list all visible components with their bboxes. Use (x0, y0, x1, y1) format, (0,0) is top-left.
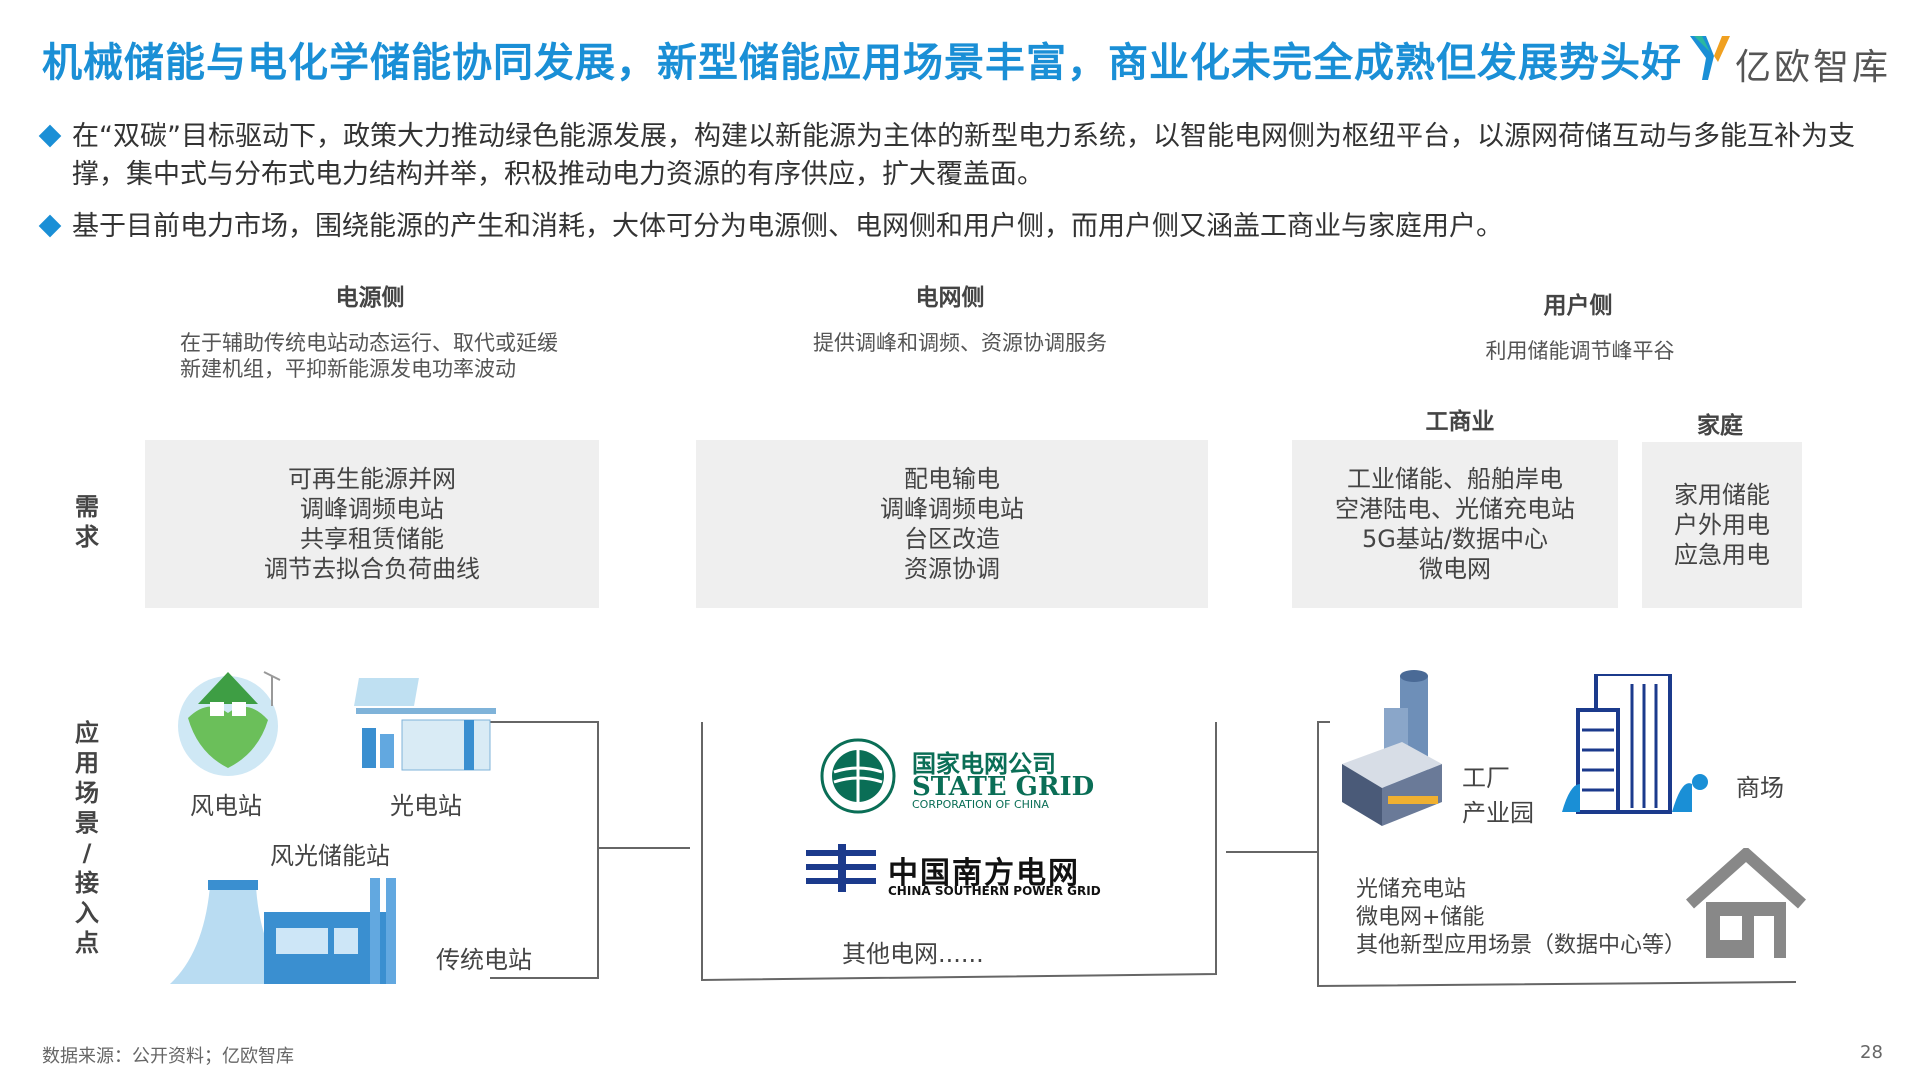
grid-side-title: 电网侧 (915, 285, 985, 311)
solar-station-label: 光电站 (390, 792, 462, 820)
user-scene-list: 光储充电站 微电网+储能 其他新型应用场景（数据中心等） (1356, 877, 1687, 958)
diamond-bullet-icon (38, 124, 62, 148)
yiou-logo-icon (1690, 36, 1730, 80)
csg-logo-icon (806, 844, 876, 892)
wind-station-label: 风电站 (190, 792, 262, 820)
bullet-1: 在“双碳”目标驱动下，政策大力推动绿色能源发展，构建以新能源为主体的新型电力系统… (38, 118, 1882, 194)
page-title: 机械储能与电化学储能协同发展，新型储能应用场景丰富，商业化未完全成熟但发展势头好 (42, 40, 1682, 86)
commercial-title: 工商业 (1425, 409, 1495, 435)
factory-building-icon (1342, 670, 1442, 826)
source-demand-box: 可再生能源并网 调峰调频电站 共享租赁储能 调节去拟合负荷曲线 (145, 440, 599, 608)
state-grid-en-name: STATE GRID (912, 772, 1095, 802)
mall-label: 商场 (1736, 774, 1784, 802)
grid-demand-box: 配电输电 调峰调频电站 台区改造 资源协调 (696, 440, 1208, 608)
factory-label: 工厂 产业园 (1462, 764, 1534, 827)
household-title: 家庭 (1697, 413, 1743, 439)
house-icon (1686, 848, 1806, 958)
user-side-title: 用户侧 (1543, 293, 1613, 319)
logo-text: 亿欧智库 (1735, 47, 1892, 88)
data-source-note: 数据来源：公开资料；亿欧智库 (42, 1046, 294, 1067)
state-grid-logo-icon (820, 738, 896, 814)
state-grid-subtitle: CORPORATION OF CHINA (912, 798, 1049, 811)
traditional-station-label: 传统电站 (436, 946, 532, 974)
solar-station-icon (354, 678, 496, 771)
demand-side-label: 需 求 (75, 493, 99, 551)
page-number: 28 (1860, 1042, 1883, 1063)
csg-cn-name: 中国南方电网 (888, 856, 1080, 891)
user-side-desc: 利用储能调节峰平谷 (1485, 339, 1675, 363)
wind-solar-storage-label: 风光储能站 (270, 842, 390, 870)
wind-station-globe-icon (178, 671, 281, 776)
csg-en-name: CHINA SOUTHERN POWER GRID (888, 884, 1101, 898)
source-side-desc: 在于辅助传统电站动态运行、取代或延缓 新建机组，平抑新能源发电功率波动 (180, 331, 558, 381)
traditional-power-station-icon (170, 878, 396, 984)
state-grid-cn-name: 国家电网公司 (912, 750, 1056, 778)
grid-side-desc: 提供调峰和调频、资源协调服务 (813, 331, 1107, 355)
scene-side-label: 应 用 场 景 / 接 入 点 (75, 719, 99, 957)
mall-building-icon (1562, 674, 1708, 814)
diamond-bullet-icon (38, 214, 62, 238)
commercial-demand-box: 工业储能、船舶岸电 空港陆电、光储充电站 5G基站/数据中心 微电网 (1292, 440, 1618, 608)
other-grid-label: 其他电网...... (842, 940, 984, 968)
source-side-title: 电源侧 (335, 285, 405, 311)
bullet-2: 基于目前电力市场，围绕能源的产生和消耗，大体可分为电源侧、电网侧和用户侧，而用户… (38, 208, 1882, 246)
household-demand-box: 家用储能 户外用电 应急用电 (1642, 442, 1802, 608)
